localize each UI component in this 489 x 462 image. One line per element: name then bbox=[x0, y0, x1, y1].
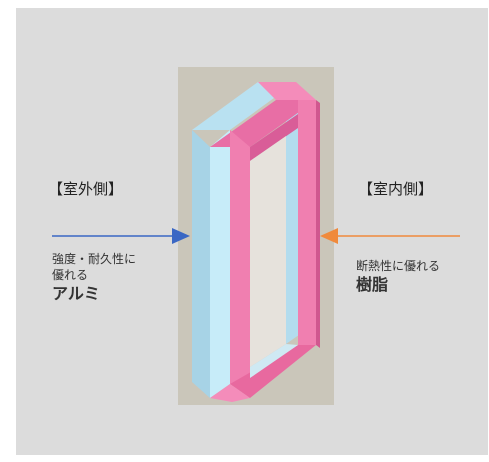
outdoor-side-label: 【室外側】 bbox=[48, 180, 124, 198]
indoor-side-label: 【室内側】 bbox=[358, 180, 434, 198]
resin-description: 断熱性に優れる bbox=[356, 259, 441, 273]
glass-inner-sill bbox=[250, 344, 298, 378]
resin-right-face bbox=[298, 100, 316, 345]
aluminum-front-left bbox=[210, 130, 230, 398]
resin-right-depth bbox=[316, 100, 320, 348]
resin-inner-top bbox=[250, 114, 298, 161]
outdoor-arrow-head bbox=[172, 228, 190, 244]
aluminum-material-label: アルミ bbox=[52, 284, 100, 303]
resin-material-label: 樹脂 bbox=[356, 275, 389, 294]
resin-top-right-edge bbox=[258, 82, 316, 100]
aluminum-description-line1: 強度・耐久性に bbox=[52, 252, 137, 266]
indoor-arrow-head bbox=[320, 228, 338, 244]
resin-left-stile bbox=[230, 130, 250, 384]
resin-top bbox=[210, 100, 316, 147]
resin-bottom-front bbox=[210, 384, 250, 402]
resin-bottom-rail bbox=[230, 345, 316, 398]
aluminum-left-face bbox=[192, 130, 210, 398]
aluminum-description-line2: 優れる bbox=[52, 268, 89, 282]
glass-opening bbox=[250, 136, 286, 367]
